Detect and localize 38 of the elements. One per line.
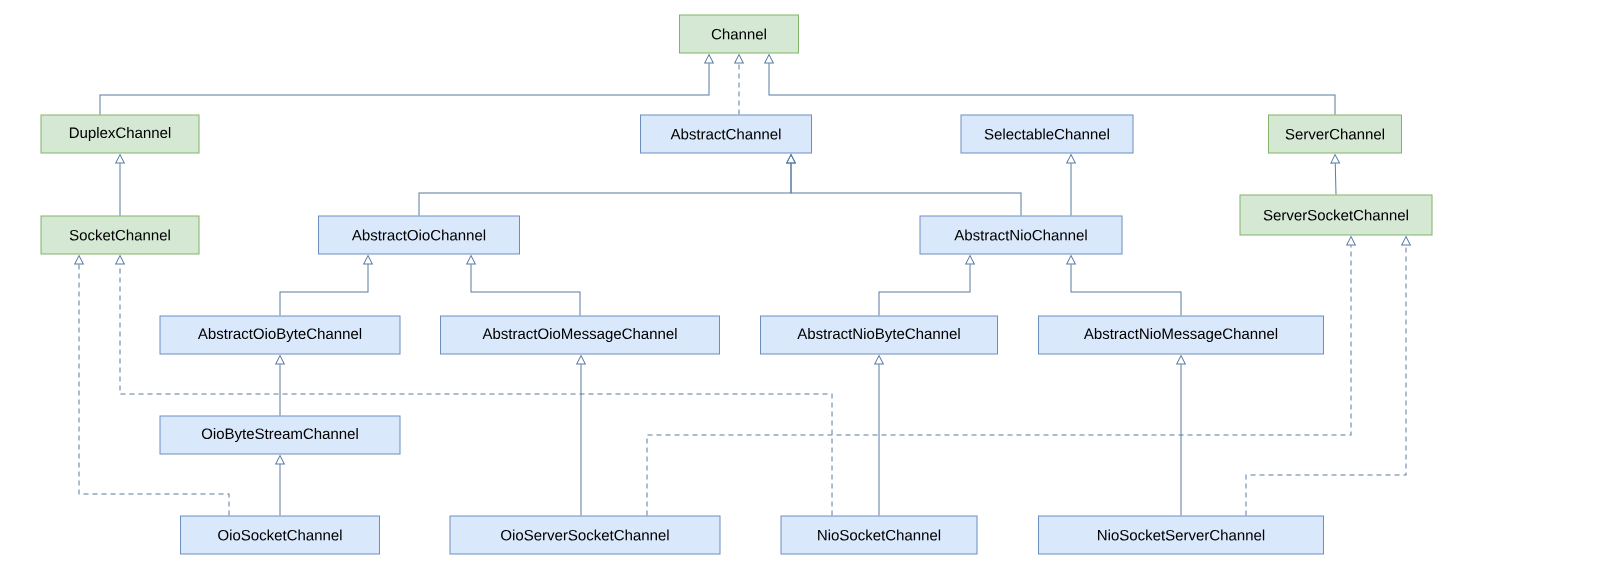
arrow xyxy=(1066,154,1076,216)
class-box: NioSocketChannel xyxy=(780,515,978,555)
arrow xyxy=(786,154,1022,216)
arrow xyxy=(734,54,744,115)
class-box: AbstractNioMessageChannel xyxy=(1038,315,1324,355)
class-box: DuplexChannel xyxy=(40,114,200,154)
class-box: OioByteStreamChannel xyxy=(159,415,401,455)
class-box: ServerChannel xyxy=(1268,114,1402,154)
class-box: AbstractOioChannel xyxy=(318,215,520,255)
class-box: NioSocketServerChannel xyxy=(1038,515,1324,555)
arrow xyxy=(878,255,975,316)
arrow xyxy=(115,154,125,216)
arrow xyxy=(576,355,586,516)
class-box: AbstractNioChannel xyxy=(919,215,1123,255)
class-box: OioSocketChannel xyxy=(180,515,380,555)
arrow xyxy=(115,255,833,516)
class-box: AbstractOioByteChannel xyxy=(159,315,401,355)
arrow xyxy=(466,255,581,316)
arrow xyxy=(1176,355,1186,516)
arrow xyxy=(99,54,714,115)
class-box: AbstractChannel xyxy=(640,114,812,154)
class-box: ServerSocketChannel xyxy=(1239,194,1433,236)
class-box: SelectableChannel xyxy=(960,114,1134,154)
arrow xyxy=(279,255,373,316)
class-box: SocketChannel xyxy=(40,215,200,255)
arrow xyxy=(74,255,230,516)
arrow xyxy=(874,355,884,516)
arrow xyxy=(1245,236,1411,516)
class-box: Channel xyxy=(679,14,799,54)
arrow xyxy=(275,355,285,416)
arrow xyxy=(646,236,1356,516)
class-box: AbstractNioByteChannel xyxy=(760,315,998,355)
class-box: AbstractOioMessageChannel xyxy=(440,315,720,355)
arrow xyxy=(1066,255,1182,316)
arrow xyxy=(275,455,285,516)
class-box: OioServerSocketChannel xyxy=(449,515,721,555)
arrow xyxy=(1330,154,1341,195)
arrow xyxy=(764,54,1336,115)
